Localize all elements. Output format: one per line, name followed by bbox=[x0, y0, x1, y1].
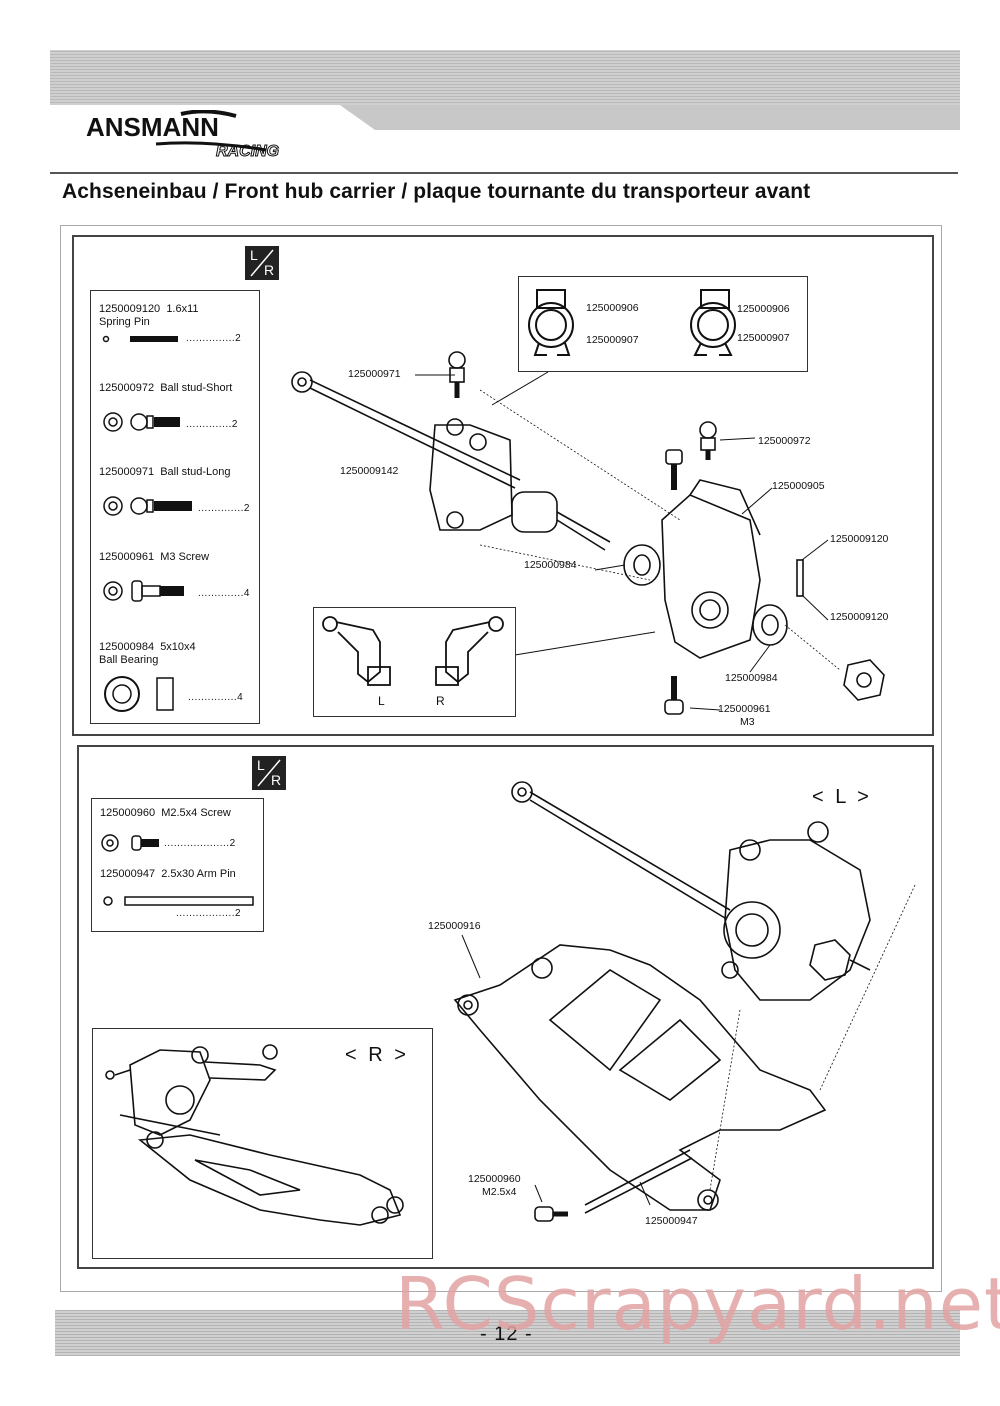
part-label: 125000972 Ball stud-Short bbox=[99, 382, 233, 394]
header-notch bbox=[50, 105, 960, 130]
badge-top: L bbox=[257, 757, 265, 773]
lr-badge: L R bbox=[252, 756, 286, 790]
badge-top: L bbox=[250, 247, 258, 263]
label-right: R bbox=[436, 694, 445, 708]
part-label: 125000947 2.5x30 Arm Pin bbox=[100, 868, 236, 880]
part-qty: ..............2 bbox=[186, 419, 238, 430]
callout: 125000961 bbox=[718, 703, 771, 715]
callout: 125000907 bbox=[737, 332, 790, 344]
parts-list bbox=[91, 798, 264, 932]
lr-badge: L R bbox=[245, 246, 279, 280]
hub-insert-illustration bbox=[528, 289, 736, 356]
header-band bbox=[50, 50, 960, 112]
callout: 125000916 bbox=[428, 920, 481, 932]
badge-bottom: R bbox=[264, 262, 275, 278]
page-number: - 12 - bbox=[480, 1323, 533, 1345]
ball-stud-short-icon bbox=[103, 412, 180, 432]
part-desc: Spring Pin bbox=[99, 316, 150, 328]
callout: 1250009142 bbox=[340, 465, 399, 477]
side-label-right: < R > bbox=[345, 1044, 409, 1066]
callout: 125000984 bbox=[725, 672, 778, 684]
arm-pin-icon bbox=[103, 896, 254, 906]
part-qty: ..................2 bbox=[176, 908, 242, 919]
callout: 125000960 bbox=[468, 1173, 521, 1185]
brand-logo: ANSMANN RACING bbox=[86, 109, 316, 162]
ball-bearing-icon bbox=[104, 676, 174, 712]
right-arm-illustration bbox=[105, 1044, 404, 1226]
part-qty: ..............2 bbox=[198, 503, 250, 514]
arm-exploded-view bbox=[453, 781, 916, 1222]
spring-pin-icon bbox=[102, 335, 178, 343]
label-left: L bbox=[378, 694, 385, 708]
title-bar bbox=[50, 172, 958, 216]
callout: 125000907 bbox=[586, 334, 639, 346]
m3-screw-icon bbox=[103, 580, 184, 602]
callout: 125000905 bbox=[772, 480, 825, 492]
part-label: 125000984 5x10x4 bbox=[99, 641, 196, 653]
footer-band bbox=[55, 1310, 960, 1356]
steering-arm-box bbox=[313, 607, 516, 717]
callout: 1250009120 bbox=[830, 611, 889, 623]
callout: 1250009120 bbox=[830, 533, 889, 545]
part-qty: ....................2 bbox=[164, 838, 236, 849]
part-label: 125000971 Ball stud-Long bbox=[99, 466, 231, 478]
callout: 125000984 bbox=[524, 559, 577, 571]
watermark: RCScrapyard.net bbox=[395, 1262, 1000, 1346]
part-qty: ..............4 bbox=[198, 588, 250, 599]
callout: M2.5x4 bbox=[482, 1186, 517, 1198]
brand-sub: RACING bbox=[216, 143, 279, 160]
callout: 125000906 bbox=[586, 302, 639, 314]
brand-name: ANSMANN bbox=[86, 112, 219, 142]
part-label: 1250009120 1.6x11 bbox=[99, 303, 199, 315]
page-title: Achseneinbau / Front hub carrier / plaqu… bbox=[62, 180, 811, 203]
hub-carrier-exploded-view bbox=[291, 351, 885, 715]
callout: M3 bbox=[740, 716, 755, 728]
callout: 125000972 bbox=[758, 435, 811, 447]
part-qty: ...............4 bbox=[188, 692, 244, 703]
part-desc: Ball Bearing bbox=[99, 654, 159, 666]
side-label-left: < L > bbox=[812, 786, 872, 808]
ball-stud-long-icon bbox=[103, 496, 192, 516]
steering-arm-illustration bbox=[322, 616, 504, 686]
part-qty: ...............2 bbox=[186, 333, 242, 344]
callout: 125000906 bbox=[737, 303, 790, 315]
callout: 125000971 bbox=[348, 368, 401, 380]
callout: 125000947 bbox=[645, 1215, 698, 1227]
part-label: 125000960 M2.5x4 Screw bbox=[100, 807, 231, 819]
badge-bottom: R bbox=[271, 772, 282, 788]
m25-screw-icon bbox=[101, 834, 159, 852]
content-frame bbox=[60, 225, 942, 1292]
part-label: 125000961 M3 Screw bbox=[99, 551, 210, 563]
